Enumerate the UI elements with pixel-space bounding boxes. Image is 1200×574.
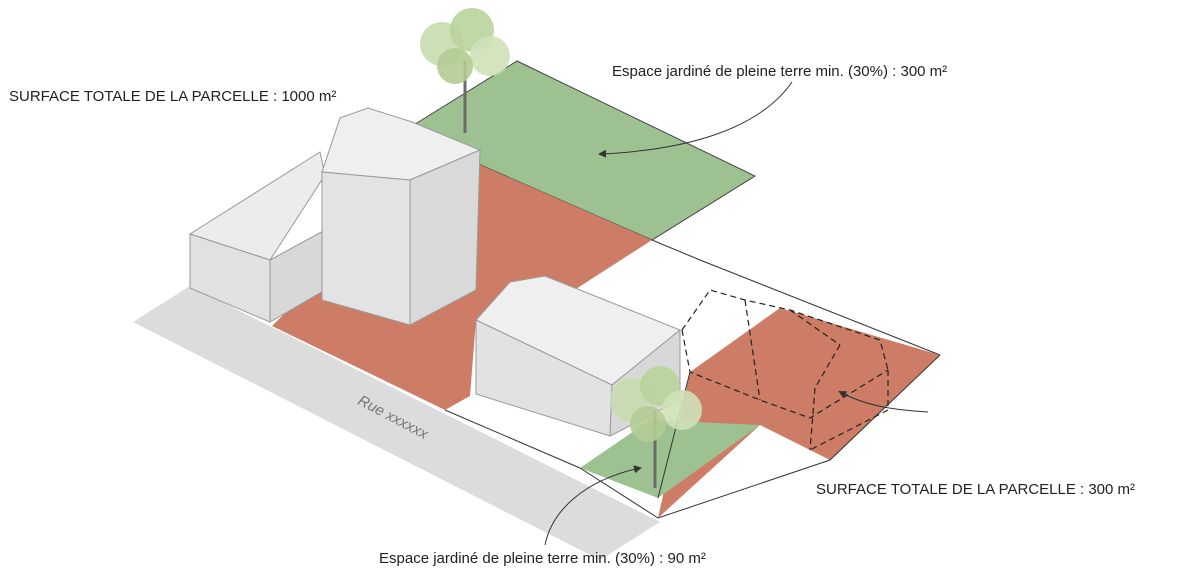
projected-building-dashed [681,289,889,451]
tree-icon [610,366,702,488]
leader-arrow-small-total [838,391,929,413]
small-parcel-total-label: SURFACE TOTALE DE LA PARCELLE : 300 m² [816,481,1136,498]
small-parcel-garden-area [580,420,760,498]
street-edge-line [444,409,581,469]
building-tall-house [321,107,482,326]
small-parcel-built-area [658,308,940,518]
small-parcel-garden-label: Espace jardiné de pleine terre min. (30%… [379,550,706,567]
large-parcel-total-label: SURFACE TOTALE DE LA PARCELLE : 1000 m² [9,88,337,105]
large-parcel-outline [651,239,941,356]
small-parcel-yard [445,394,585,468]
leader-arrow-small-garden [544,465,642,546]
building-low-block [188,151,326,323]
large-parcel-garden-label: Espace jardiné de pleine terre min. (30%… [612,63,948,80]
tree-icon [420,8,510,133]
street [133,286,660,560]
leader-arrow-large-garden [598,81,793,158]
